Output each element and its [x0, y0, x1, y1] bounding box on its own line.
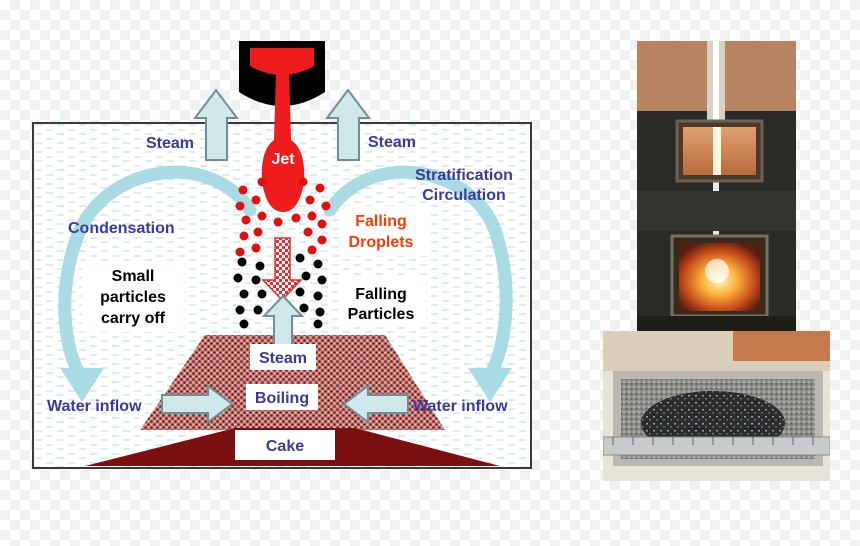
falling-droplets: [235, 177, 331, 257]
steam-arrow-center: [261, 294, 305, 349]
label-boiling: Boiling: [255, 390, 309, 407]
label-small-particles-3: carry off: [101, 310, 166, 327]
label-condensation: Condensation: [68, 220, 175, 237]
label-falling-particles-2: Particles: [348, 306, 415, 323]
melt-jet: [261, 72, 305, 212]
label-steam-right: Steam: [368, 134, 416, 151]
label-steam-center: Steam: [259, 350, 307, 367]
circulation-loops: [58, 165, 513, 382]
label-water-inflow-right: Water inflow: [413, 398, 508, 415]
label-small-particles-2: particles: [100, 289, 166, 306]
cake-box: [235, 430, 335, 460]
steam-center-box: [250, 344, 316, 370]
falling-arrow-down: [261, 237, 303, 302]
circulation-right-arrowhead: [468, 368, 512, 402]
label-circulation: Circulation: [422, 187, 506, 204]
circulation-left: [58, 165, 257, 382]
falling-particles-box: [338, 276, 426, 326]
crucible-melt: [250, 48, 314, 75]
label-falling-particles-1: Falling: [355, 286, 407, 303]
falling-droplets-box: [340, 206, 430, 256]
water-inflow-arrow-left: [161, 384, 234, 424]
label-small-particles-1: Small: [112, 268, 155, 285]
debris-sample-photo-icon: [603, 331, 830, 481]
label-falling-droplets-1: Falling: [355, 213, 407, 230]
boiling-box: [246, 384, 318, 410]
debris-sample-photo: [603, 331, 830, 481]
furnace-photo: [637, 41, 796, 331]
label-falling-droplets-2: Droplets: [349, 234, 414, 251]
label-steam-left: Steam: [146, 135, 194, 152]
small-particles-box: [82, 262, 184, 332]
label-water-inflow-left: Water inflow: [47, 398, 142, 415]
steam-arrow-left: [193, 88, 239, 161]
label-stratification: Stratification: [415, 167, 513, 184]
circulation-left-arrowhead: [60, 368, 104, 402]
water-inflow-arrow-right: [342, 384, 409, 424]
steam-arrow-right: [325, 88, 371, 161]
label-cake: Cake: [266, 438, 304, 455]
circulation-right: [323, 165, 513, 382]
label-jet: Jet: [271, 151, 295, 168]
falling-particles: [233, 253, 327, 329]
furnace-photo-icon: [637, 41, 796, 331]
